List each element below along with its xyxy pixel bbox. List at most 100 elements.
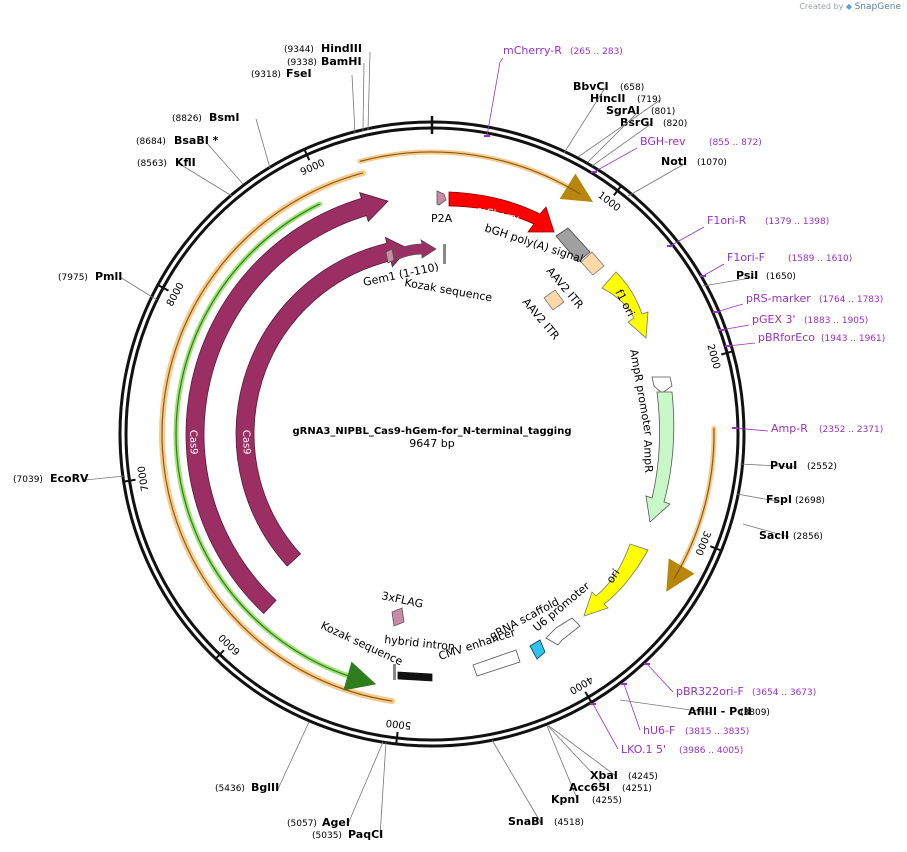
site-connector xyxy=(379,741,387,837)
restriction-site[interactable]: (2856)SacII xyxy=(742,523,823,542)
site-position: (5057) xyxy=(287,819,317,829)
restriction-site[interactable]: (8563)KflI xyxy=(137,156,233,197)
primer[interactable]: hU6-F(3815 .. 3835) xyxy=(621,683,749,737)
primer-position: (1379 .. 1398) xyxy=(765,217,829,227)
restriction-sites: (9344)HindIII(9338)BamHI(9318)FseI(8826)… xyxy=(13,42,837,841)
primer[interactable]: pBR322ori-F(3654 .. 3673) xyxy=(644,663,816,698)
u6-promoter-feature xyxy=(545,617,581,646)
mcherry-feature xyxy=(448,191,555,233)
restriction-site[interactable]: (2552) PvuI xyxy=(739,459,837,472)
primer-connector xyxy=(623,683,641,731)
site-name: XbaI xyxy=(590,769,618,782)
gem1-feature xyxy=(393,239,437,261)
primer[interactable]: pGEX 3'(1883 .. 1905) xyxy=(718,313,868,331)
tick-label: 7000 xyxy=(137,465,152,492)
site-connector xyxy=(546,725,579,802)
primer[interactable]: pBRforEco(1943 .. 1961) xyxy=(725,331,885,347)
restriction-site[interactable]: (1650) PsiI xyxy=(702,269,796,287)
cas9-feature-inner xyxy=(235,236,409,567)
site-connector xyxy=(736,493,777,502)
site-position: (7039) xyxy=(13,475,43,485)
site-connector xyxy=(702,276,757,287)
restriction-site[interactable]: (4255)KpnI xyxy=(546,725,622,806)
restriction-site[interactable]: (7039) EcoRV xyxy=(13,472,125,485)
primer-position: (3654 .. 3673) xyxy=(752,688,816,698)
site-position: (7975) xyxy=(58,273,88,283)
restriction-site[interactable]: (820)BsrGI xyxy=(591,116,687,167)
p2a-label: P2A xyxy=(431,212,453,225)
restriction-site[interactable]: (8826)BsmI xyxy=(172,111,271,169)
tick-label: 4000 xyxy=(567,673,595,695)
site-name: FspI xyxy=(766,493,792,506)
site-name: AflIII - PciI xyxy=(688,705,752,718)
restriction-site[interactable]: (2698)FspI xyxy=(736,493,825,506)
restriction-site[interactable]: (4251)Acc65I xyxy=(547,725,652,794)
hybrid-intron-label: hybrid intron xyxy=(384,633,456,653)
ori-feature xyxy=(583,543,649,617)
primer-position: (3986 .. 4005) xyxy=(679,746,743,756)
restriction-site[interactable]: (658)BbvCI xyxy=(563,80,644,154)
primer-position: (1589 .. 1610) xyxy=(788,254,852,264)
site-position: (8684) xyxy=(136,137,166,147)
site-position: (1650) xyxy=(766,272,796,282)
kozak-marker-1 xyxy=(393,664,396,680)
orf-arc-orange-right xyxy=(666,425,717,592)
primer[interactable]: mCherry-R(265 .. 283) xyxy=(484,44,623,137)
primer[interactable]: F1ori-F(1589 .. 1610) xyxy=(700,251,852,277)
site-connector xyxy=(587,111,639,163)
ampr-promoter-feature xyxy=(651,376,673,394)
restriction-site[interactable]: (9318)FseI xyxy=(251,67,356,134)
plasmid-name: gRNA3_NIPBL_Cas9-hGem-for_N-terminal_tag… xyxy=(292,426,571,437)
site-name: PvuI xyxy=(770,459,797,472)
restriction-site[interactable]: (1070)NotI xyxy=(627,155,727,197)
ampr-feature xyxy=(645,391,675,523)
site-name: BsaBI * xyxy=(174,134,219,147)
site-position: (5436) xyxy=(215,784,245,794)
restriction-site[interactable]: (9344)HindIII xyxy=(284,42,371,131)
site-position: (9318) xyxy=(251,70,281,80)
site-name: HindIII xyxy=(321,42,362,55)
primer-name: F1ori-R xyxy=(707,214,747,227)
primer-name: hU6-F xyxy=(643,724,675,737)
restriction-site[interactable]: (5057)AgeI xyxy=(287,741,384,829)
site-name: PaqCI xyxy=(348,828,383,841)
f1-ori-feature xyxy=(601,271,649,339)
restriction-site[interactable]: (9338) BamHI xyxy=(287,55,365,132)
primer[interactable]: pRS-marker(1764 .. 1783) xyxy=(713,292,883,313)
restriction-site[interactable]: (3809)AflIII - PciI xyxy=(619,699,770,718)
cas9-inner-label: Cas9 xyxy=(240,430,252,455)
primer[interactable]: LKO.1 5'(3986 .. 4005) xyxy=(590,703,743,756)
site-name: BamHI xyxy=(321,55,362,68)
tick-label: 8000 xyxy=(165,281,187,309)
primer[interactable]: F1ori-R (1379 .. 1398) xyxy=(667,214,829,247)
tick-mark xyxy=(395,731,399,745)
restriction-site[interactable]: (7975)PmlI xyxy=(58,270,158,301)
site-position: (2552) xyxy=(807,462,837,472)
primer[interactable]: Amp-R(2352 .. 2371) xyxy=(732,422,883,435)
site-name: PsiI xyxy=(736,269,758,282)
hybrid-intron-feature xyxy=(397,671,433,682)
restriction-site[interactable]: (5035)PaqCI xyxy=(312,741,387,841)
primer[interactable]: BGH-rev(855 .. 872) xyxy=(591,135,762,173)
restriction-site[interactable]: (801)SgrAI xyxy=(587,104,675,163)
primer-connector xyxy=(734,427,769,432)
site-name: EcoRV xyxy=(50,472,89,485)
site-position: (4255) xyxy=(592,796,622,806)
restriction-site[interactable]: (719)HincII xyxy=(577,92,661,158)
restriction-site[interactable]: (8684) BsaBI * xyxy=(136,134,244,185)
site-connector xyxy=(577,99,661,158)
site-position: (1070) xyxy=(697,158,727,168)
ampr-label: AmpR xyxy=(641,440,655,474)
tick-mark xyxy=(303,148,311,161)
restriction-site[interactable]: (5436)BglII xyxy=(215,721,310,794)
site-position: (9338) xyxy=(287,58,317,68)
site-name: BsrGI xyxy=(620,116,653,129)
site-position: (719) xyxy=(637,95,661,105)
restriction-site[interactable]: (4518)SnaBI xyxy=(491,739,584,828)
tick-mark xyxy=(613,185,622,197)
site-name: SgrAI xyxy=(606,104,640,117)
site-connector xyxy=(347,741,384,825)
tick-mark xyxy=(721,350,734,356)
site-position: (8826) xyxy=(172,114,202,124)
restriction-site[interactable]: (4245)XbaI xyxy=(548,725,658,782)
